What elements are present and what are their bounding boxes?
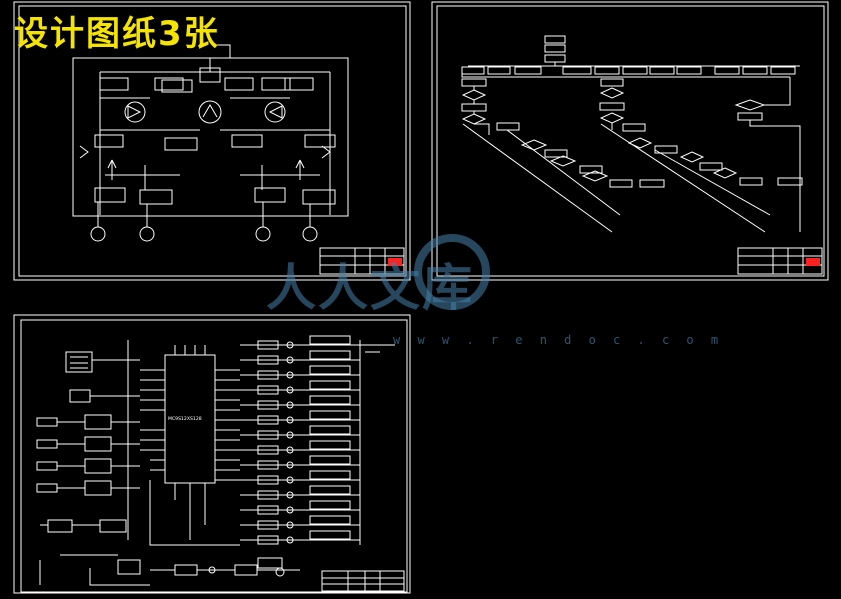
- sheet-flowchart: [431, 1, 829, 281]
- actuator-right-2-icon: [302, 226, 318, 242]
- drawing-set-title: 设计图纸3张: [14, 14, 220, 54]
- circuit-left-half: [79, 77, 200, 242]
- watermark-url: w w w . r e n d o c . c o m: [393, 333, 724, 347]
- flowchart-title-accent: [806, 258, 820, 266]
- flowchart-title-block: [737, 247, 823, 275]
- sheet-schematic-outer-border: [13, 314, 411, 594]
- actuator-right-1-icon: [255, 226, 271, 242]
- watermark-text: 人人文库: [266, 259, 474, 317]
- sheet-circuit: [13, 1, 411, 281]
- circuit-title-block: [319, 247, 405, 275]
- sheet-schematic-inner-border: [20, 319, 408, 593]
- flow-decision-left-1: [461, 89, 487, 101]
- sheet-flowchart-outer-border: [431, 1, 829, 281]
- pump-right-icon: [264, 101, 286, 123]
- connector-mid-icon: [69, 389, 91, 403]
- sheet-circuit-inner-border: [18, 5, 407, 277]
- flow-start-node: [544, 35, 566, 44]
- actuator-left-2-icon: [139, 226, 155, 242]
- sheet-circuit-outer-border: [13, 1, 411, 281]
- driver-array: [240, 335, 395, 545]
- sensor-inputs: [36, 414, 140, 496]
- connector-top-icon: [65, 351, 93, 373]
- schematic-title-block: [321, 570, 405, 592]
- mcu-chip-label: MC9S12XS128: [168, 416, 202, 422]
- actuator-left-1-icon: [90, 226, 106, 242]
- circuit-right-half: [220, 77, 336, 242]
- sheet-flowchart-inner-border: [436, 5, 825, 277]
- sheet-schematic: MC9S12XS128: [13, 314, 411, 594]
- motor-center-icon: [198, 100, 222, 124]
- pump-left-icon: [124, 101, 146, 123]
- circuit-title-accent: [388, 258, 402, 266]
